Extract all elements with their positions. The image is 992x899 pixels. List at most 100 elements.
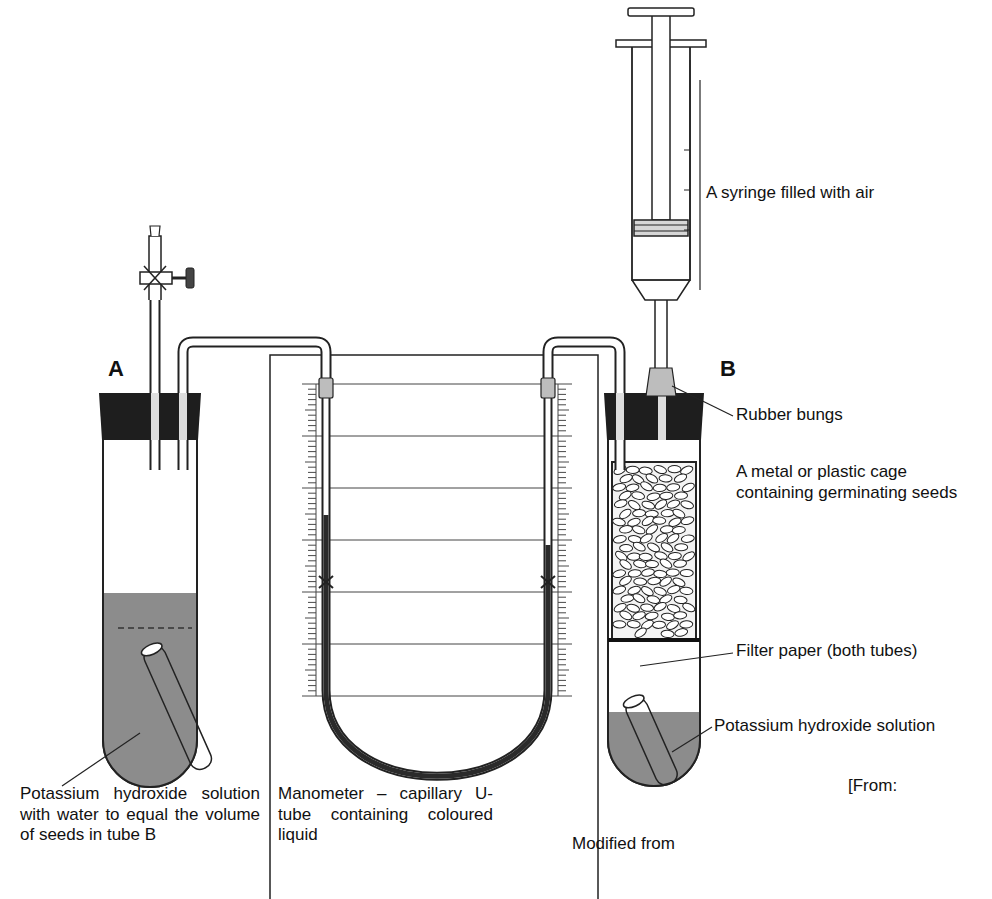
manometer-scale bbox=[308, 555, 316, 556]
manometer-scale bbox=[308, 675, 316, 676]
manometer-scale bbox=[558, 441, 566, 442]
germinating-seeds bbox=[620, 594, 634, 603]
germinating-seeds bbox=[661, 630, 675, 638]
syringe bbox=[646, 368, 676, 396]
solution-label: Potassium hydroxide solution with water … bbox=[20, 784, 260, 846]
manometer-scale bbox=[308, 581, 316, 582]
germinating-seeds bbox=[668, 552, 681, 560]
manometer-scale bbox=[558, 586, 566, 587]
germinating-seeds bbox=[619, 525, 633, 534]
seed-cage bbox=[608, 462, 700, 640]
manometer-scale bbox=[308, 472, 316, 473]
leader-line bbox=[62, 733, 140, 786]
filter-paper-label: Filter paper (both tubes) bbox=[736, 641, 976, 662]
syringe bbox=[684, 230, 690, 231]
manometer-scale bbox=[558, 612, 566, 613]
manometer-scale bbox=[558, 644, 572, 645]
manometer-scale bbox=[558, 436, 572, 437]
manometer-scale bbox=[308, 404, 316, 405]
germinating-seeds bbox=[631, 491, 645, 501]
manometer-scale bbox=[308, 623, 316, 624]
manometer-scale bbox=[558, 602, 566, 603]
manometer-scale bbox=[308, 576, 316, 577]
germinating-seeds bbox=[673, 472, 688, 484]
manometer-scale bbox=[308, 420, 316, 421]
rubber-bung bbox=[99, 393, 201, 440]
manometer-scale bbox=[308, 607, 316, 608]
manometer-scale bbox=[302, 696, 316, 697]
source-note: Modified from bbox=[572, 834, 772, 855]
germinating-seeds bbox=[627, 553, 640, 561]
screw-clip bbox=[150, 226, 160, 236]
germinating-seeds bbox=[618, 609, 633, 621]
germinating-seeds bbox=[653, 517, 666, 525]
germinating-seeds bbox=[613, 498, 627, 509]
manometer-scale bbox=[558, 415, 566, 416]
manometer-scale bbox=[558, 670, 569, 671]
manometer-scale bbox=[308, 498, 316, 499]
germinating-seeds bbox=[645, 560, 658, 568]
manometer-scale bbox=[308, 529, 316, 530]
manometer-scale bbox=[558, 545, 566, 546]
rubber-joint bbox=[541, 378, 555, 398]
manometer-scale bbox=[308, 659, 316, 660]
manometer-scale bbox=[308, 425, 316, 426]
manometer-scale bbox=[305, 670, 316, 671]
cage-label: A metal or plastic cage containing germi… bbox=[736, 462, 961, 503]
manometer-scale bbox=[308, 680, 316, 681]
germinating-seeds bbox=[632, 540, 647, 552]
manometer-scale bbox=[558, 498, 566, 499]
germinating-seeds bbox=[679, 620, 693, 628]
germinating-seeds bbox=[619, 544, 632, 552]
germinating-seeds bbox=[658, 575, 673, 588]
filter-paper-roll bbox=[623, 695, 681, 788]
tube-clip bbox=[541, 576, 555, 588]
glass-pipe bbox=[152, 300, 159, 470]
filter-paper-roll bbox=[140, 640, 164, 658]
manometer-scale bbox=[302, 592, 316, 593]
manometer-label: Manometer – capillary U-tube containing … bbox=[278, 784, 493, 846]
manometer-scale bbox=[558, 467, 566, 468]
filter-paper-roll bbox=[140, 640, 215, 772]
germinating-seeds bbox=[680, 516, 694, 526]
manometer-scale bbox=[558, 384, 572, 385]
glass-pipe bbox=[183, 342, 326, 470]
germinating-seeds bbox=[674, 627, 688, 637]
manometer-scale bbox=[558, 399, 566, 400]
manometer-scale bbox=[308, 649, 316, 650]
leader-line bbox=[62, 386, 733, 786]
syringe bbox=[634, 225, 688, 226]
rubber-joint bbox=[319, 378, 333, 398]
manometer-scale bbox=[558, 685, 566, 686]
manometer-scale bbox=[558, 659, 566, 660]
manometer-scale bbox=[308, 430, 316, 431]
germinating-seeds bbox=[653, 601, 668, 613]
manometer-scale bbox=[305, 566, 316, 567]
germinating-seeds bbox=[668, 466, 681, 473]
tube-clip bbox=[319, 576, 333, 588]
germinating-seeds bbox=[633, 626, 648, 639]
manometer-scale bbox=[558, 384, 559, 696]
manometer-scale bbox=[308, 571, 316, 572]
rubber-bung bbox=[658, 393, 666, 440]
manometer-scale bbox=[558, 472, 566, 473]
germinating-seeds bbox=[627, 620, 641, 629]
manometer-scale bbox=[558, 529, 566, 530]
syringe bbox=[652, 14, 670, 220]
manometer-scale bbox=[316, 644, 558, 645]
screw-clip bbox=[172, 277, 186, 280]
manometer-scale bbox=[558, 571, 566, 572]
manometer-scale bbox=[308, 612, 316, 613]
manometer-scale bbox=[308, 602, 316, 603]
screw-clip bbox=[144, 266, 166, 290]
manometer-scale bbox=[558, 597, 566, 598]
manometer-scale bbox=[558, 410, 569, 411]
manometer-scale bbox=[558, 425, 566, 426]
manometer-scale bbox=[308, 664, 316, 665]
manometer-scale bbox=[316, 436, 558, 437]
seed-cage bbox=[608, 638, 700, 642]
germinating-seeds bbox=[641, 500, 656, 511]
leader-line bbox=[640, 653, 733, 666]
